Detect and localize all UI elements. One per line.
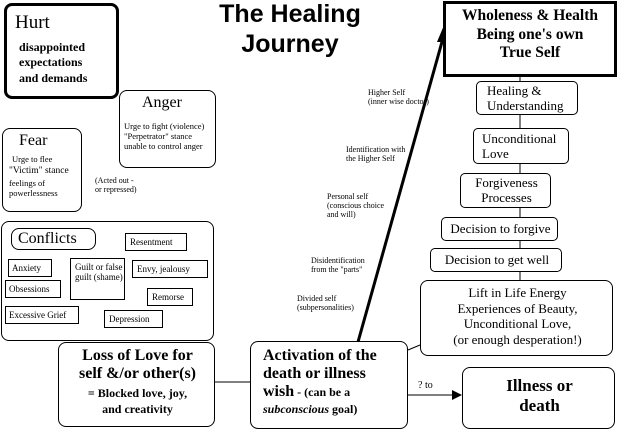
activation-box: Activation of the death or illness wish … [250, 341, 408, 429]
conflict-item: Obsessions [5, 280, 61, 298]
healing-text: Healing &Understanding [487, 83, 564, 113]
conflict-item: Depression [104, 310, 163, 328]
decision-forgive-box: Decision to forgive [441, 217, 558, 241]
conflicts-heading-box: Conflicts [11, 228, 96, 250]
conflict-item: Excessive Grief [5, 306, 79, 324]
self-label-higher: Higher Self(inner wise doctor) [368, 88, 429, 107]
anger-body: Urge to fight (violence)"Perpetrator" st… [124, 121, 205, 151]
healing-box: Healing &Understanding [476, 81, 578, 115]
conflict-item: Resentment [125, 233, 187, 251]
conflicts-heading: Conflicts [18, 230, 77, 247]
activation-text: Activation of the death or illness wish … [263, 347, 377, 416]
decision-well-text: Decision to get well [444, 252, 550, 267]
diagram-title: The Healing Journey [219, 0, 361, 58]
loss-of-love-box: Loss of Love for self &/or other(s) = Bl… [58, 342, 215, 427]
line-activation-lift [407, 344, 421, 351]
self-label-divided: Divided self(subpersonalities) [297, 294, 354, 313]
conflicts-box: Conflicts Resentment Anxiety Guilt or fa… [1, 221, 214, 341]
decision-forgive-text: Decision to forgive [450, 221, 551, 236]
acted-out-label: (Acted out -or repressed) [95, 176, 137, 195]
decision-well-box: Decision to get well [430, 248, 562, 272]
question-to-label: ? to [418, 380, 433, 391]
hurt-heading: Hurt [15, 12, 50, 33]
fear-heading: Fear [19, 132, 48, 149]
conflict-item: Guilt or false guilt (shame) [70, 258, 125, 300]
conflict-item: Envy, jealousy [132, 260, 208, 278]
anger-box: Anger Urge to fight (violence)"Perpetrat… [119, 90, 216, 168]
anger-heading: Anger [142, 94, 182, 111]
loss-of-love-text: Loss of Love for self &/or other(s) = Bl… [79, 347, 196, 416]
conflict-item: Remorse [147, 288, 193, 306]
conflict-item: Anxiety [8, 259, 52, 277]
